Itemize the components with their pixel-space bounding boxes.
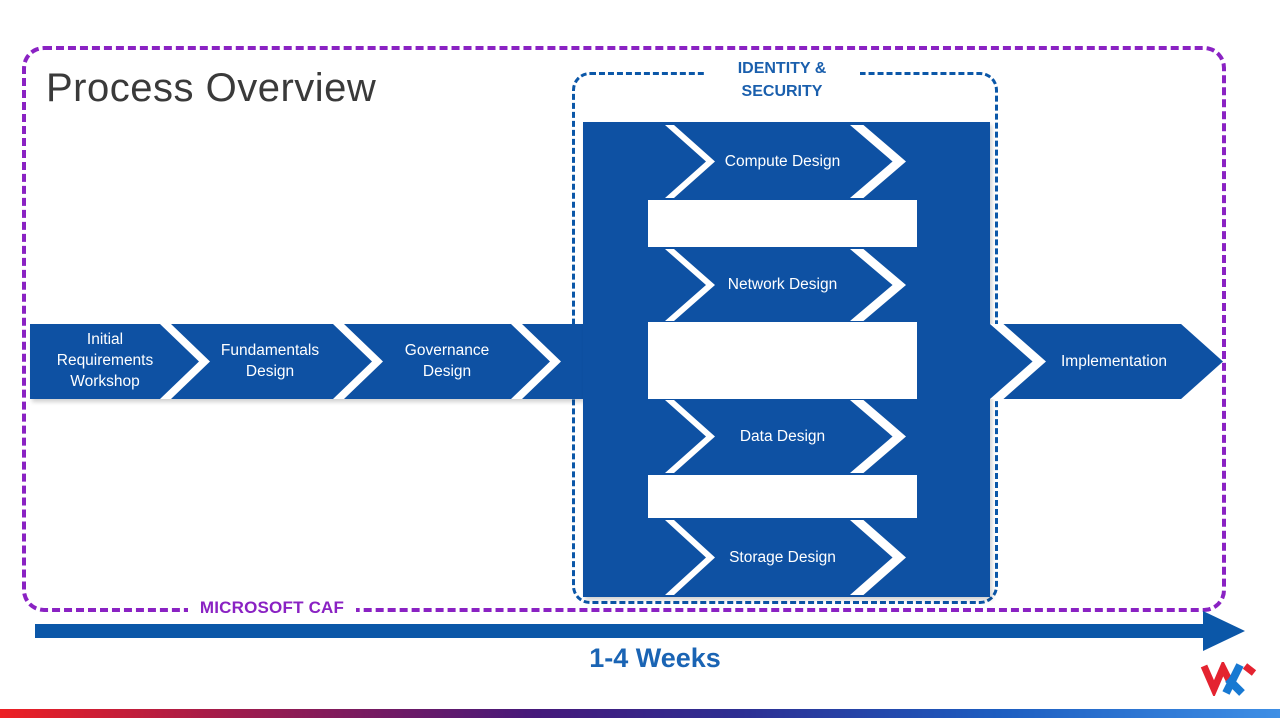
stack-step-network-design: Network Design [727, 276, 838, 293]
timeline-arrow [35, 624, 1210, 638]
timeline-label: 1-4 Weeks [589, 642, 721, 673]
stack-step-storage-design: Storage Design [729, 548, 836, 566]
microsoft-caf-frame [22, 46, 1226, 612]
timeline-arrowhead [1203, 611, 1245, 651]
stack-step-data-design: Data Design [739, 427, 826, 445]
step-governance-design: Governance Design [404, 341, 490, 380]
process-flow-band [30, 324, 583, 399]
step-implementation: Implementation [1061, 352, 1167, 370]
identity-security-label: IDENTITY & SECURITY [704, 54, 860, 106]
stack-gap-3 [648, 475, 917, 518]
step-initial-requirements-workshop: Initial Requirements Workshop [56, 331, 154, 390]
stack-gap-2 [648, 322, 917, 399]
page-title: Process Overview [46, 66, 377, 110]
stack-gap-1 [648, 200, 917, 247]
company-logo-icon [1200, 662, 1257, 696]
step-fundamentals-design: Fundamentals Design [220, 341, 320, 380]
stack-step-compute-design: Compute Design [724, 152, 841, 170]
microsoft-caf-label: MICROSOFT CAF [188, 594, 356, 622]
footer-gradient-bar [0, 709, 1280, 718]
implementation-arrow [990, 324, 1223, 399]
